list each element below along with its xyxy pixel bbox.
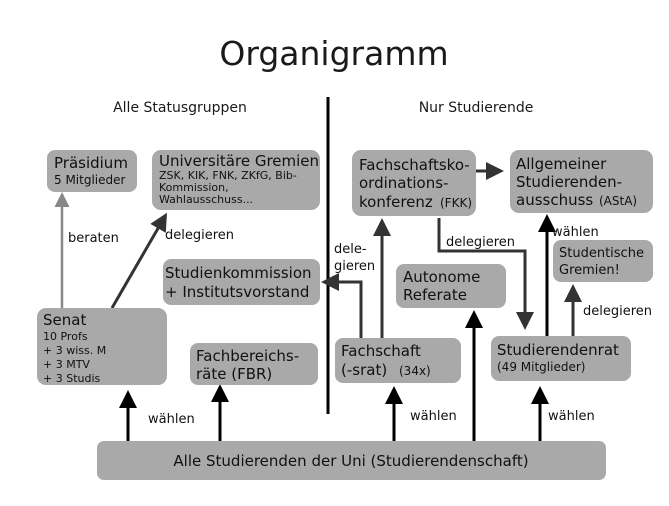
node-asta: Allgemeiner Studierenden- ausschuss (ASt… [510,150,653,213]
node-fachschaft: Fachschaft (-srat) (34x) [335,338,461,383]
node-gremien-sub-3: Wahlausschuss... [159,193,253,206]
edge-label-waehlen-left: wählen [148,412,195,427]
node-asta-abbrev: (AStA) [599,194,637,208]
node-senat-sub-1: 10 Profs [43,330,88,343]
node-gremien-sub-2: Kommission, [159,181,229,194]
node-studierendenrat: Studierendenrat (49 Mitglieder) [491,336,631,381]
section-right-heading: Nur Studierende [419,100,534,116]
edge-fachschaft-studienkommission [321,273,363,338]
node-studienkommission: Studienkommission + Institutsvorstand [163,259,320,305]
node-fkk-abbrev: (FKK) [440,196,472,210]
node-senat: Senat 10 Profs + 3 wiss. M + 3 MTV + 3 S… [37,308,167,385]
node-fkk: Fachschaftsko- ordinations- konferenz (F… [352,150,476,216]
edge-senat-gremien [110,212,168,309]
node-studgremien-line-2: Gremien! [559,263,620,278]
node-stura-sub: (49 Mitglieder) [497,360,585,374]
node-fachschaft-line-2: (-srat) [341,361,387,379]
edge-label-waehlen-mid: wählen [410,409,457,424]
node-studienkommission-line-2: + Institutsvorstand [165,283,309,301]
node-fkk-line-1: Fachschaftsko- [359,156,470,174]
node-fachschaft-count: (34x) [399,364,431,378]
edge-label-delegieren-fkk: delegieren [446,235,515,250]
node-fachbereichsraete: Fachbereichs- räte (FBR) [190,343,318,385]
edge-label-beraten: beraten [68,231,119,246]
section-left-heading: Alle Statusgruppen [113,100,247,116]
edge-label-delegieren-gremien: delegieren [165,228,234,243]
node-studentische-gremien: Studentische Gremien! [553,240,653,282]
node-fkk-line-2: ordinations- [359,174,448,192]
node-fachschaft-line-1: Fachschaft [341,342,421,360]
node-referate-line-2: Referate [403,286,467,304]
node-gremien-title: Universitäre Gremien [159,152,319,170]
node-studienkommission-line-1: Studienkommission [165,264,312,282]
edge-fkk-studierendenrat [437,218,534,330]
diagram-title: Organigramm [219,34,448,73]
node-fkk-line-3: konferenz [359,193,433,211]
node-gremien-sub-1: ZSK, KIK, FNK, ZKfG, Bib- [159,169,297,182]
node-universitaere-gremien: Universitäre Gremien ZSK, KIK, FNK, ZKfG… [152,150,320,210]
node-asta-line-3: ausschuss [516,191,593,209]
node-senat-sub-4: + 3 Studis [43,372,101,385]
edge-label-waehlen-asta: wählen [552,225,599,240]
node-referate-line-1: Autonome [403,268,480,286]
node-autonome-referate: Autonome Referate [396,264,506,308]
node-fbr-line-2: räte (FBR) [196,365,272,383]
edge-label-waehlen-right: wählen [548,409,595,424]
node-fbr-line-1: Fachbereichs- [196,347,299,365]
edge-label-delegieren-stura: delegieren [583,304,652,319]
node-studgremien-line-1: Studentische [559,246,644,261]
node-asta-line-1: Allgemeiner [516,155,607,173]
node-praesidium-sub: 5 Mitglieder [54,173,126,187]
node-alle-studierenden: Alle Studierenden der Uni (Studierendens… [97,441,606,480]
node-praesidium: Präsidium 5 Mitglieder [47,150,137,192]
node-alle-title: Alle Studierenden der Uni (Studierendens… [173,452,528,470]
edge-label-delegieren-fachschaft-1: dele- [334,242,367,257]
edge-label-delegieren-fachschaft-2: gieren [334,259,375,274]
node-asta-line-2: Studierenden- [516,173,622,191]
node-stura-title: Studierendenrat [497,341,619,359]
node-praesidium-title: Präsidium [54,154,128,172]
node-senat-title: Senat [43,311,86,329]
node-senat-sub-2: + 3 wiss. M [43,344,106,357]
node-senat-sub-3: + 3 MTV [43,358,90,371]
